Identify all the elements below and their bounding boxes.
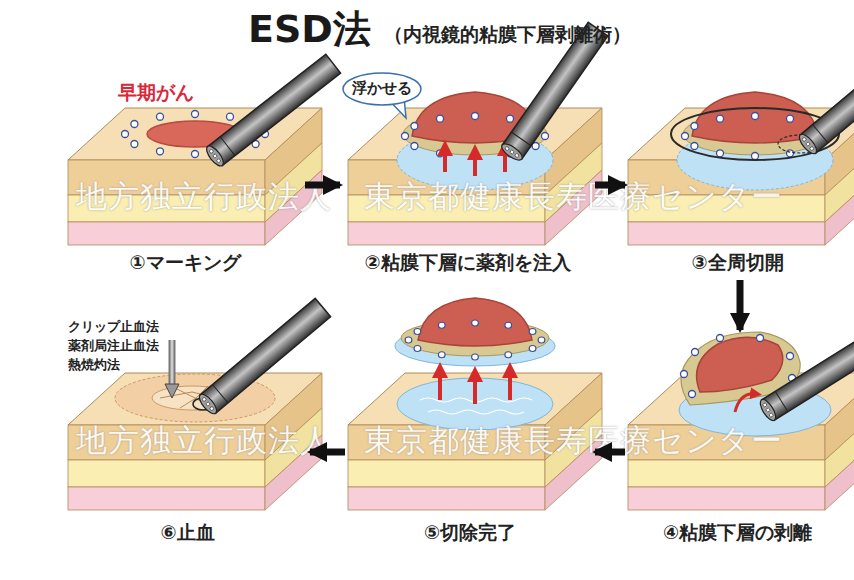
step-panel: ④粘膜下層の剥離 — [625, 330, 850, 550]
annotation-label: 早期がん — [118, 80, 194, 106]
flow-arrow — [737, 280, 744, 330]
step-panel: ③全周切開 — [625, 70, 850, 280]
step-caption: ⑤切除完了 — [345, 520, 595, 546]
step-caption: ③全周切開 — [625, 250, 850, 276]
step-caption: ④粘膜下層の剥離 — [625, 520, 850, 546]
step-panel: ⑤切除完了 — [345, 330, 595, 550]
annotation-label: 熱焼灼法 — [68, 356, 120, 374]
flow-arrow — [305, 182, 340, 189]
step-caption: ①マーキング — [65, 250, 305, 276]
diagram-title: ESD法 — [248, 4, 371, 55]
step-panel: ②粘膜下層に薬剤を注入 浮かせる — [340, 70, 595, 280]
step-caption: ②粘膜下層に薬剤を注入 — [340, 250, 595, 276]
flow-arrow — [310, 449, 345, 456]
callout-text: 浮かせる — [342, 79, 422, 98]
annotation-label: 薬剤局注止血法 — [68, 337, 159, 355]
flow-arrow — [595, 449, 625, 456]
step-panel: ①マーキング — [65, 70, 305, 280]
callout-bubble: 浮かせる — [342, 72, 422, 106]
annotation-label: クリップ止血法 — [68, 318, 159, 336]
step-panel: ⑥止血 — [65, 330, 310, 550]
bubble-shape — [343, 73, 421, 105]
flow-arrow — [595, 182, 625, 189]
step-caption: ⑥止血 — [65, 520, 310, 546]
